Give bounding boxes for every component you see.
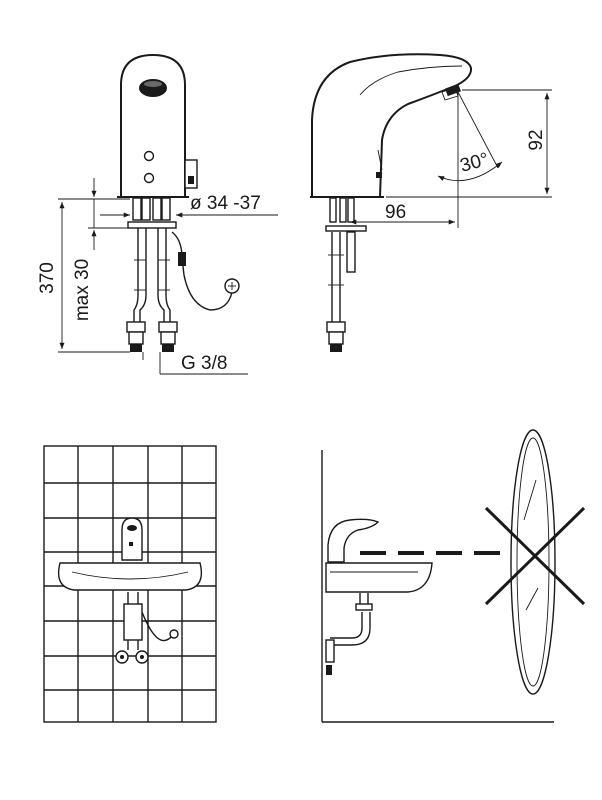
cross-line-2 [484,506,586,606]
mirror [510,429,556,695]
height-total-label: 370 [37,262,58,294]
faucet-body-side [311,53,473,198]
installation-side-view [321,429,586,723]
faucet-body-front [120,53,186,198]
screw-upper [143,150,155,162]
basin-side [325,562,433,593]
installation-front-view [43,445,217,723]
screw-lower [143,172,155,184]
side-view [310,53,552,352]
thread-label: G 3/8 [181,353,227,374]
spout-reach-label: 96 [385,202,406,223]
spout-height-label: 92 [526,129,547,150]
basin-front [57,562,203,591]
height-max-label: max 30 [72,259,93,321]
diameter-label: ø 34 -37 [190,193,261,214]
sensor-window [139,79,167,97]
front-view [58,53,278,375]
